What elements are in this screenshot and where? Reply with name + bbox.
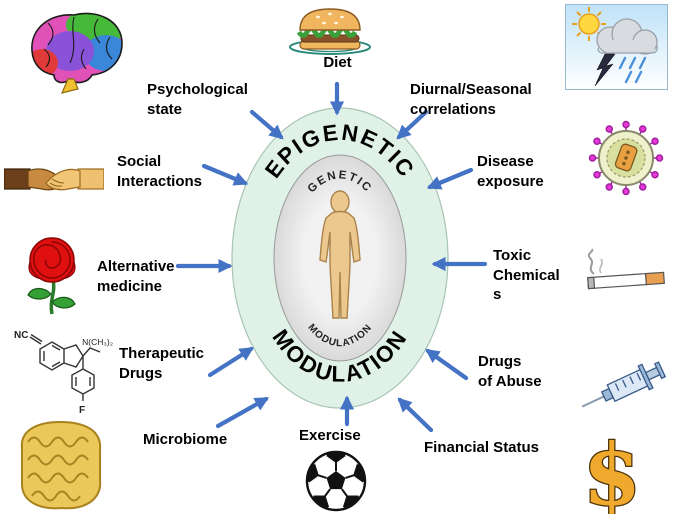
label-drugs-of-abuse: Drugs of Abuse bbox=[478, 352, 563, 391]
label-line: Microbiome bbox=[143, 431, 228, 448]
label-line: Exercise bbox=[299, 427, 361, 444]
arrow-microbiome bbox=[215, 396, 270, 429]
label-exercise: Exercise bbox=[299, 426, 379, 446]
sun-shape bbox=[572, 7, 606, 41]
label-line: of Abuse bbox=[478, 372, 542, 390]
lightning-shape bbox=[594, 53, 616, 87]
label-line: Social bbox=[117, 153, 162, 170]
rain-lines bbox=[618, 56, 647, 84]
label-line: Chemical bbox=[493, 266, 560, 284]
label-line: exposure bbox=[477, 172, 544, 190]
human-figure bbox=[319, 190, 361, 319]
hamburger-plate-icon bbox=[288, 3, 372, 60]
label-diet: Diet bbox=[305, 53, 370, 73]
arrow-drugs-of-abuse bbox=[425, 348, 469, 381]
label-line: Disease bbox=[477, 153, 534, 170]
label-line: Interactions bbox=[117, 172, 203, 190]
syringe-icon bbox=[576, 354, 670, 427]
arrow-social-interactions bbox=[201, 163, 249, 186]
label-diurnal-seasonal: Diurnal/Seasonal correlations bbox=[410, 80, 560, 119]
label-toxic-chemicals: Toxic Chemical s bbox=[493, 246, 573, 305]
label-line: s bbox=[493, 286, 502, 303]
label-line: medicine bbox=[97, 277, 163, 295]
arrow-diurnal-seasonal bbox=[396, 109, 429, 140]
virus-icon bbox=[588, 118, 664, 203]
cloud-shape bbox=[596, 18, 658, 55]
label-line: Financial Status bbox=[424, 439, 540, 456]
label-disease-exposure: Disease exposure bbox=[477, 152, 567, 191]
dollar-sign-icon: $ bbox=[572, 424, 652, 516]
label-therapeutic-drugs: Therapeutic Drugs bbox=[119, 344, 219, 383]
label-financial-status: Financial Status bbox=[424, 438, 564, 458]
label-line: Drugs bbox=[119, 364, 163, 382]
label-social-interactions: Social Interactions bbox=[117, 152, 217, 191]
label-psychological-state: Psychological state bbox=[147, 80, 267, 119]
label-line: Psychological bbox=[147, 81, 248, 98]
arrow-disease-exposure bbox=[426, 167, 474, 190]
label-line: Diet bbox=[323, 54, 352, 71]
label-line: Drugs bbox=[478, 353, 522, 370]
molecule-icon: NC N(CH₃)₂ F bbox=[10, 324, 114, 431]
molecule-amine-label: N(CH₃)₂ bbox=[82, 337, 113, 347]
molecule-nitrile-label: NC bbox=[14, 330, 28, 341]
handshake-icon bbox=[3, 150, 105, 213]
storm-weather-icon bbox=[565, 4, 668, 95]
arrow-group bbox=[175, 81, 488, 433]
label-microbiome: Microbiome bbox=[143, 430, 253, 450]
label-alternative-medicine: Alternative medicine bbox=[97, 257, 189, 296]
cigarette-icon bbox=[580, 248, 672, 309]
label-line: Alternative bbox=[97, 258, 175, 275]
arrow-financial-status bbox=[397, 397, 434, 433]
arrow-psychological-state bbox=[249, 109, 284, 140]
arrow-therapeutic-drugs bbox=[207, 346, 255, 378]
label-line: Therapeutic bbox=[119, 345, 205, 362]
intestine-icon bbox=[12, 414, 110, 516]
rose-icon bbox=[16, 234, 90, 321]
dollar-glyph: $ bbox=[583, 425, 641, 514]
molecule-fluorine-label: F bbox=[79, 405, 85, 416]
label-line: Diurnal/Seasonal bbox=[410, 81, 532, 98]
label-line: state bbox=[147, 100, 183, 118]
label-line: correlations bbox=[410, 100, 496, 118]
label-line: Toxic bbox=[493, 247, 532, 264]
soccer-ball-icon bbox=[303, 448, 369, 516]
brain-icon bbox=[18, 5, 130, 102]
